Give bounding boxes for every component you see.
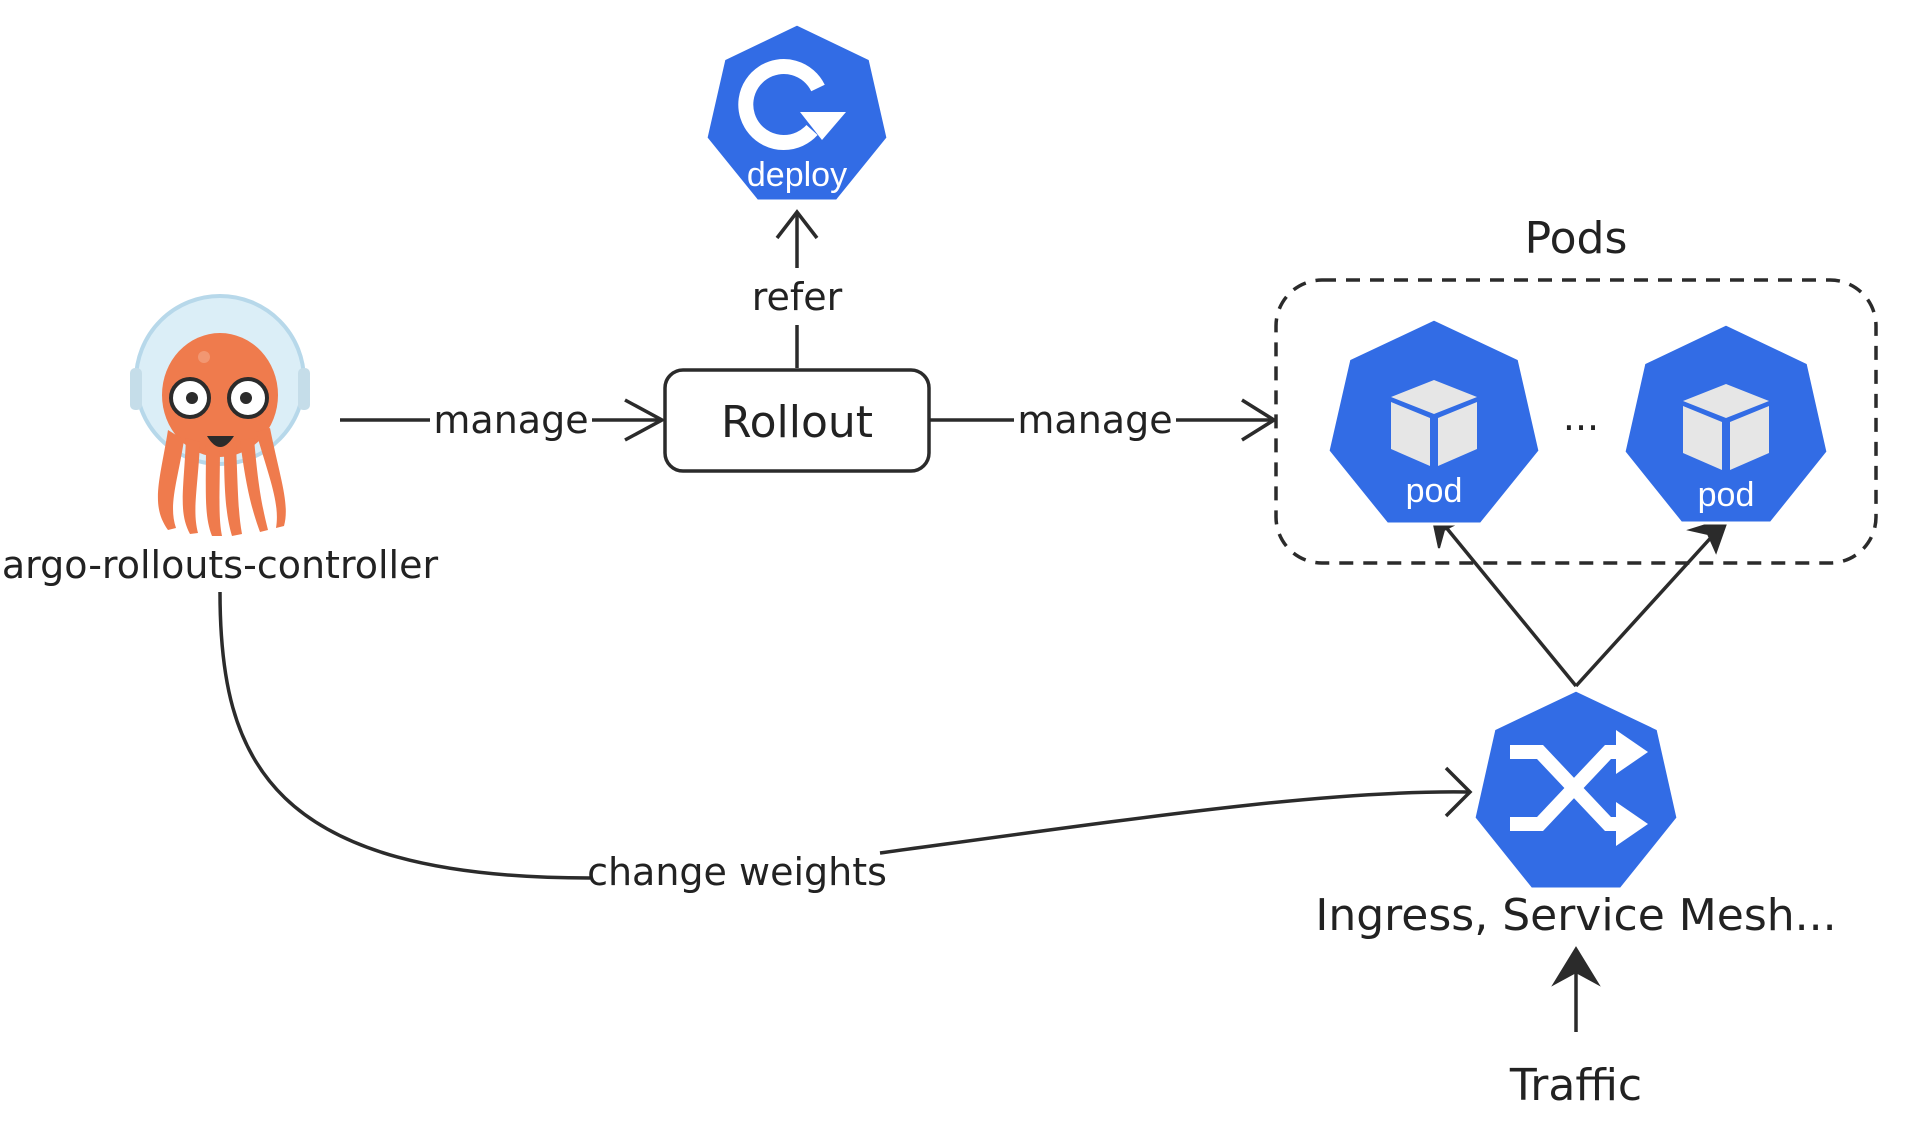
helmet-ear-right bbox=[298, 368, 310, 410]
traffic-label: Traffic bbox=[1509, 1060, 1642, 1111]
rollout-node[interactable]: Rollout bbox=[663, 368, 931, 473]
pod-icon-right[interactable]: pod bbox=[1622, 322, 1830, 525]
edge-ingress-to-pods bbox=[1428, 504, 1730, 688]
mouth bbox=[207, 436, 234, 447]
ingress-label: Ingress, Service Mesh... bbox=[1315, 890, 1836, 941]
edge-label-refer: refer bbox=[752, 275, 843, 319]
pod-left-label: pod bbox=[1406, 472, 1463, 510]
refresh-arc bbox=[738, 59, 825, 151]
edge-rollout-to-deploy: refer bbox=[752, 209, 843, 368]
octopus-head bbox=[162, 333, 278, 457]
pods-group: Pods pod ... pod bbox=[1274, 213, 1878, 565]
arrowhead-traffic bbox=[1551, 946, 1601, 987]
helmet-ear-left bbox=[130, 368, 142, 410]
refresh-arrowhead bbox=[800, 112, 846, 140]
edge-traffic-to-ingress bbox=[1551, 946, 1601, 1032]
pods-ellipsis: ... bbox=[1563, 395, 1599, 439]
pods-group-border bbox=[1274, 278, 1878, 565]
deploy-icon-label: deploy bbox=[747, 156, 847, 194]
arrowhead-right-pod bbox=[1686, 516, 1730, 555]
edge-controller-to-ingress: change weights bbox=[218, 591, 1473, 894]
pod-right-label: pod bbox=[1698, 476, 1755, 514]
ingress-icon[interactable] bbox=[1472, 688, 1680, 891]
pod-icon-left[interactable]: pod bbox=[1326, 317, 1542, 526]
pods-group-title: Pods bbox=[1525, 213, 1628, 264]
argo-octopus-mascot[interactable] bbox=[130, 294, 310, 536]
rollout-label: Rollout bbox=[721, 397, 873, 448]
edge-label-manage-pods: manage bbox=[1017, 398, 1172, 442]
deploy-icon[interactable]: deploy bbox=[704, 22, 890, 203]
edge-label-manage-controller: manage bbox=[433, 398, 588, 442]
edge-rollout-to-pods: manage bbox=[930, 398, 1278, 442]
edge-label-change-weights: change weights bbox=[587, 850, 887, 894]
edge-controller-to-rollout: manage bbox=[340, 398, 666, 442]
controller-label: argo-rollouts-controller bbox=[2, 543, 439, 587]
